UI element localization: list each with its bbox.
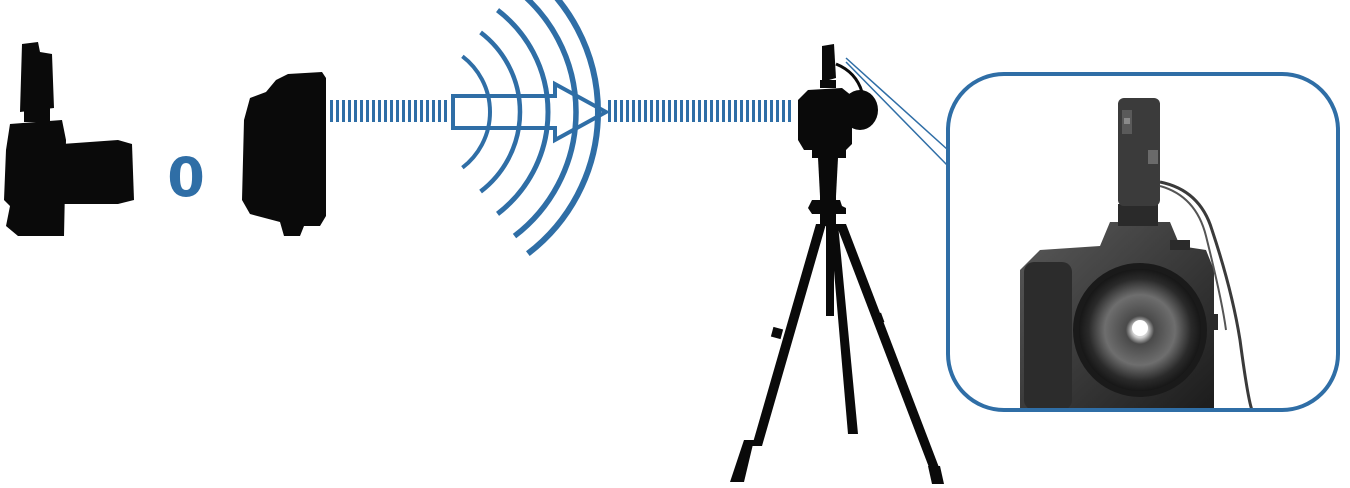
beam-dash [698,100,701,122]
beam-dash [384,100,387,122]
beam-dash [770,100,773,122]
beam-dash [420,100,423,122]
beam-dash [396,100,399,122]
beam-dash [408,100,411,122]
beam-dash [704,100,707,122]
dotted-signal-beam-left [330,100,447,122]
beam-dash [782,100,785,122]
beam-dash [608,100,611,122]
beam-dash [728,100,731,122]
beam-dash [402,100,405,122]
beam-dash [378,100,381,122]
beam-dash [692,100,695,122]
beam-dash [722,100,725,122]
beam-dash [656,100,659,122]
beam-dash [668,100,671,122]
receiver-on-camera-closeup [948,74,1338,410]
beam-dash [788,100,791,122]
beam-dash [662,100,665,122]
beam-dash [438,100,441,122]
camera-on-tripod-silhouette-icon [730,44,944,484]
beam-dash [764,100,767,122]
beam-dash [366,100,369,122]
beam-dash [372,100,375,122]
beam-dash [360,100,363,122]
beam-dash [758,100,761,122]
beam-dash [638,100,641,122]
beam-dash [740,100,743,122]
beam-dash [650,100,653,122]
beam-dash [390,100,393,122]
sender-camera-silhouette-icon [4,42,134,236]
beam-dash [632,100,635,122]
beam-dash [752,100,755,122]
beam-dash [330,100,333,122]
transmitter-silhouette-icon [242,72,326,236]
beam-dash [686,100,689,122]
signal-direction-arrow-icon [453,84,606,140]
beam-dash [644,100,647,122]
beam-dash [746,100,749,122]
beam-dash [734,100,737,122]
beam-dash [710,100,713,122]
dotted-signal-beam-right [608,100,791,122]
beam-dash [614,100,617,122]
channel-label: 0 [167,146,205,209]
beam-dash [680,100,683,122]
beam-dash [342,100,345,122]
beam-dash [776,100,779,122]
beam-dash [348,100,351,122]
beam-dash [426,100,429,122]
beam-dash [354,100,357,122]
beam-dash [716,100,719,122]
beam-dash [414,100,417,122]
beam-dash [444,100,447,122]
beam-dash [432,100,435,122]
beam-dash [674,100,677,122]
beam-dash [336,100,339,122]
beam-dash [626,100,629,122]
beam-dash [620,100,623,122]
